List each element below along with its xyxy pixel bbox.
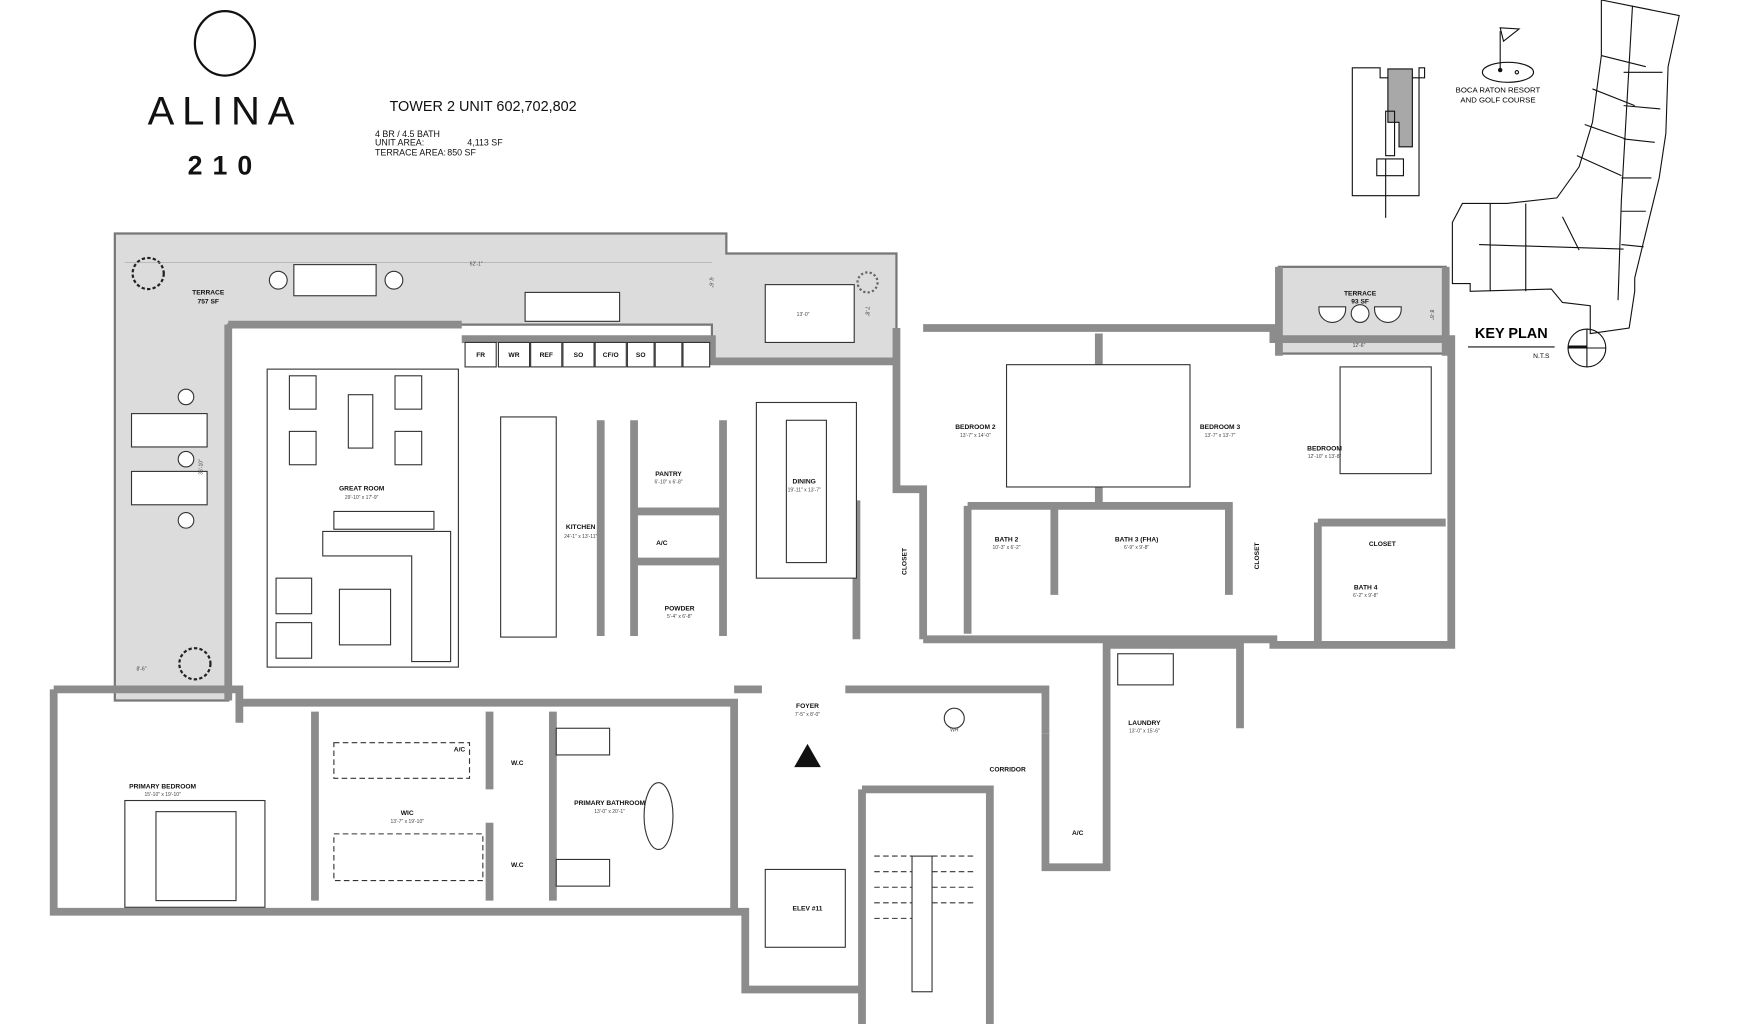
room-wic: WIC [401,810,414,817]
north-arrow-icon [1567,328,1607,368]
room-bedroom4: BEDROOM [1307,445,1342,452]
dim-small-terrace-depth: 8'-8" [1428,310,1434,320]
room-bedroom2: BEDROOM 2 [955,424,996,431]
room-corridor: CORRIDOR [990,767,1026,774]
room-laundry-size: 13'-0" x 15'-6" [1129,729,1160,735]
dim-terrace-lower: 8'-6" [137,666,147,672]
terrace-area-value: 850 SF [447,148,476,158]
room-closet: CLOSET [1369,541,1396,548]
logo-circle [193,10,257,77]
room-powder: POWDER [665,605,695,612]
room-bath2-size: 10'-3" x 6'-2" [993,545,1021,551]
dimension-labels: 62'-1" 36'-10" 6'-6" 13'-0" 7'-8" 12'-6"… [124,262,1434,672]
room-great-room-size: 29'-10" x 17'-9" [345,495,379,501]
room-bath4: BATH 4 [1354,584,1378,591]
room-ac: A/C [1072,830,1084,837]
room-wc: W.C [511,862,524,869]
walls [49,266,1456,1024]
room-great-room: GREAT ROOM [339,485,385,492]
room-primary-bathroom: PRIMARY BATHROOM [574,800,645,807]
site-key-plan [1451,0,1680,335]
room-bath3-size: 6'-9" x 9'-8" [1124,545,1149,551]
unit-info: TOWER 2 UNIT 602,702,802 4 BR / 4.5 BATH… [375,99,577,157]
landmark-line1: BOCA RATON RESORT [1456,85,1541,94]
room-powder-size: 5'-4" x 6'-8" [667,614,692,620]
room-laundry: LAUNDRY [1128,720,1161,727]
room-labels: TERRACE 757 SF TERRACE 93 SF GREAT ROOM … [129,290,1396,913]
key-plan-title: KEY PLAN [1475,326,1548,342]
room-dining: DINING [793,479,816,486]
interior-furniture [124,364,1432,908]
appliance-row: FR WR REF SO CF/O SO [464,341,711,368]
appliance-label: CF/O [603,352,619,359]
room-pantry: PANTRY [655,471,682,478]
core [764,653,1174,993]
room-bath3: BATH 3 (FHA) [1115,536,1159,543]
room-bath4-size: 6'-2" x 9'-8" [1353,593,1378,599]
room-closet: CLOSET [901,548,908,575]
dim-terrace-length: 62'-1" [470,262,483,268]
room-wic-size: 13'-7" x 19'-10" [390,819,424,825]
unit-title: TOWER 2 UNIT 602,702,802 [389,99,576,115]
unit-area-value: 4,113 SF [467,138,503,148]
room-water-heater: WH [950,728,959,734]
room-closet: CLOSET [1254,542,1261,569]
landmark-line2: AND GOLF COURSE [1460,95,1535,104]
room-ac: A/C [454,747,466,754]
water-heater-icon [943,707,965,729]
plant-icon [178,647,212,681]
room-primary-bedroom: PRIMARY BEDROOM [129,783,196,790]
room-ac: A/C [656,540,668,547]
plant-icon [131,256,165,291]
room-terrace-main-size: 757 SF [198,299,219,306]
room-bath2: BATH 2 [995,536,1019,543]
plant-icon [856,271,879,294]
room-primary-bathroom-size: 13'-0" x 20'-1" [594,809,625,815]
appliance-label: SO [636,352,646,359]
room-foyer: FOYER [796,703,819,710]
room-terrace-small-size: 93 SF [1351,299,1369,306]
tower-key-mini [1351,67,1426,218]
golf-flag-icon [1481,27,1535,83]
room-wc: W.C [511,760,524,767]
room-kitchen-size: 24'-1" x 13'-11" [564,534,597,540]
dim-small-terrace-width: 12'-6" [1353,343,1366,349]
dim-dining-terrace-depth: 7'-8" [863,306,869,316]
room-kitchen: KITCHEN [566,524,596,531]
appliance-label: FR [476,352,485,359]
appliance-label: SO [574,352,584,359]
room-terrace-small: TERRACE [1344,291,1377,298]
room-bedroom3: BEDROOM 3 [1200,424,1241,431]
terrace-area-label: TERRACE AREA: [375,148,446,158]
terrace-furniture [130,256,1402,681]
room-primary-bedroom-size: 15'-10" x 19'-10" [144,792,181,798]
room-dining-size: 19'-11" x 13'-7" [788,487,821,493]
appliance-label: REF [540,352,553,359]
room-foyer-size: 7'-5" x 8'-0" [795,712,820,718]
room-pantry-size: 6'-10" x 6'-8" [655,480,683,486]
dim-terrace-depth: 6'-6" [708,277,714,287]
logo-number: 210 [188,151,263,181]
brand-logo: ALINA 210 [148,10,303,181]
key-plan: BOCA RATON RESORT AND GOLF COURSE KEY PL… [1351,0,1680,368]
dim-dining-terrace-width: 13'-0" [797,312,810,318]
dim-terrace-height: 36'-10" [199,459,205,475]
unit-beds-baths: 4 BR / 4.5 BATH [375,129,440,139]
room-bedroom3-size: 13'-7" x 13'-7" [1205,433,1236,439]
entry-arrow-icon [794,743,821,768]
logo-word: ALINA [148,90,303,134]
room-bedroom2-size: 13'-7" x 14'-0" [960,433,991,439]
key-plan-scale: N.T.S [1533,353,1550,360]
unit-area-label: UNIT AREA: [375,138,424,148]
room-elevator: ELEV #11 [793,906,823,913]
room-terrace-main: TERRACE [192,290,225,297]
appliance-label: WR [508,352,519,359]
room-bedroom4-size: 12'-10" x 13'-8" [1308,454,1342,460]
